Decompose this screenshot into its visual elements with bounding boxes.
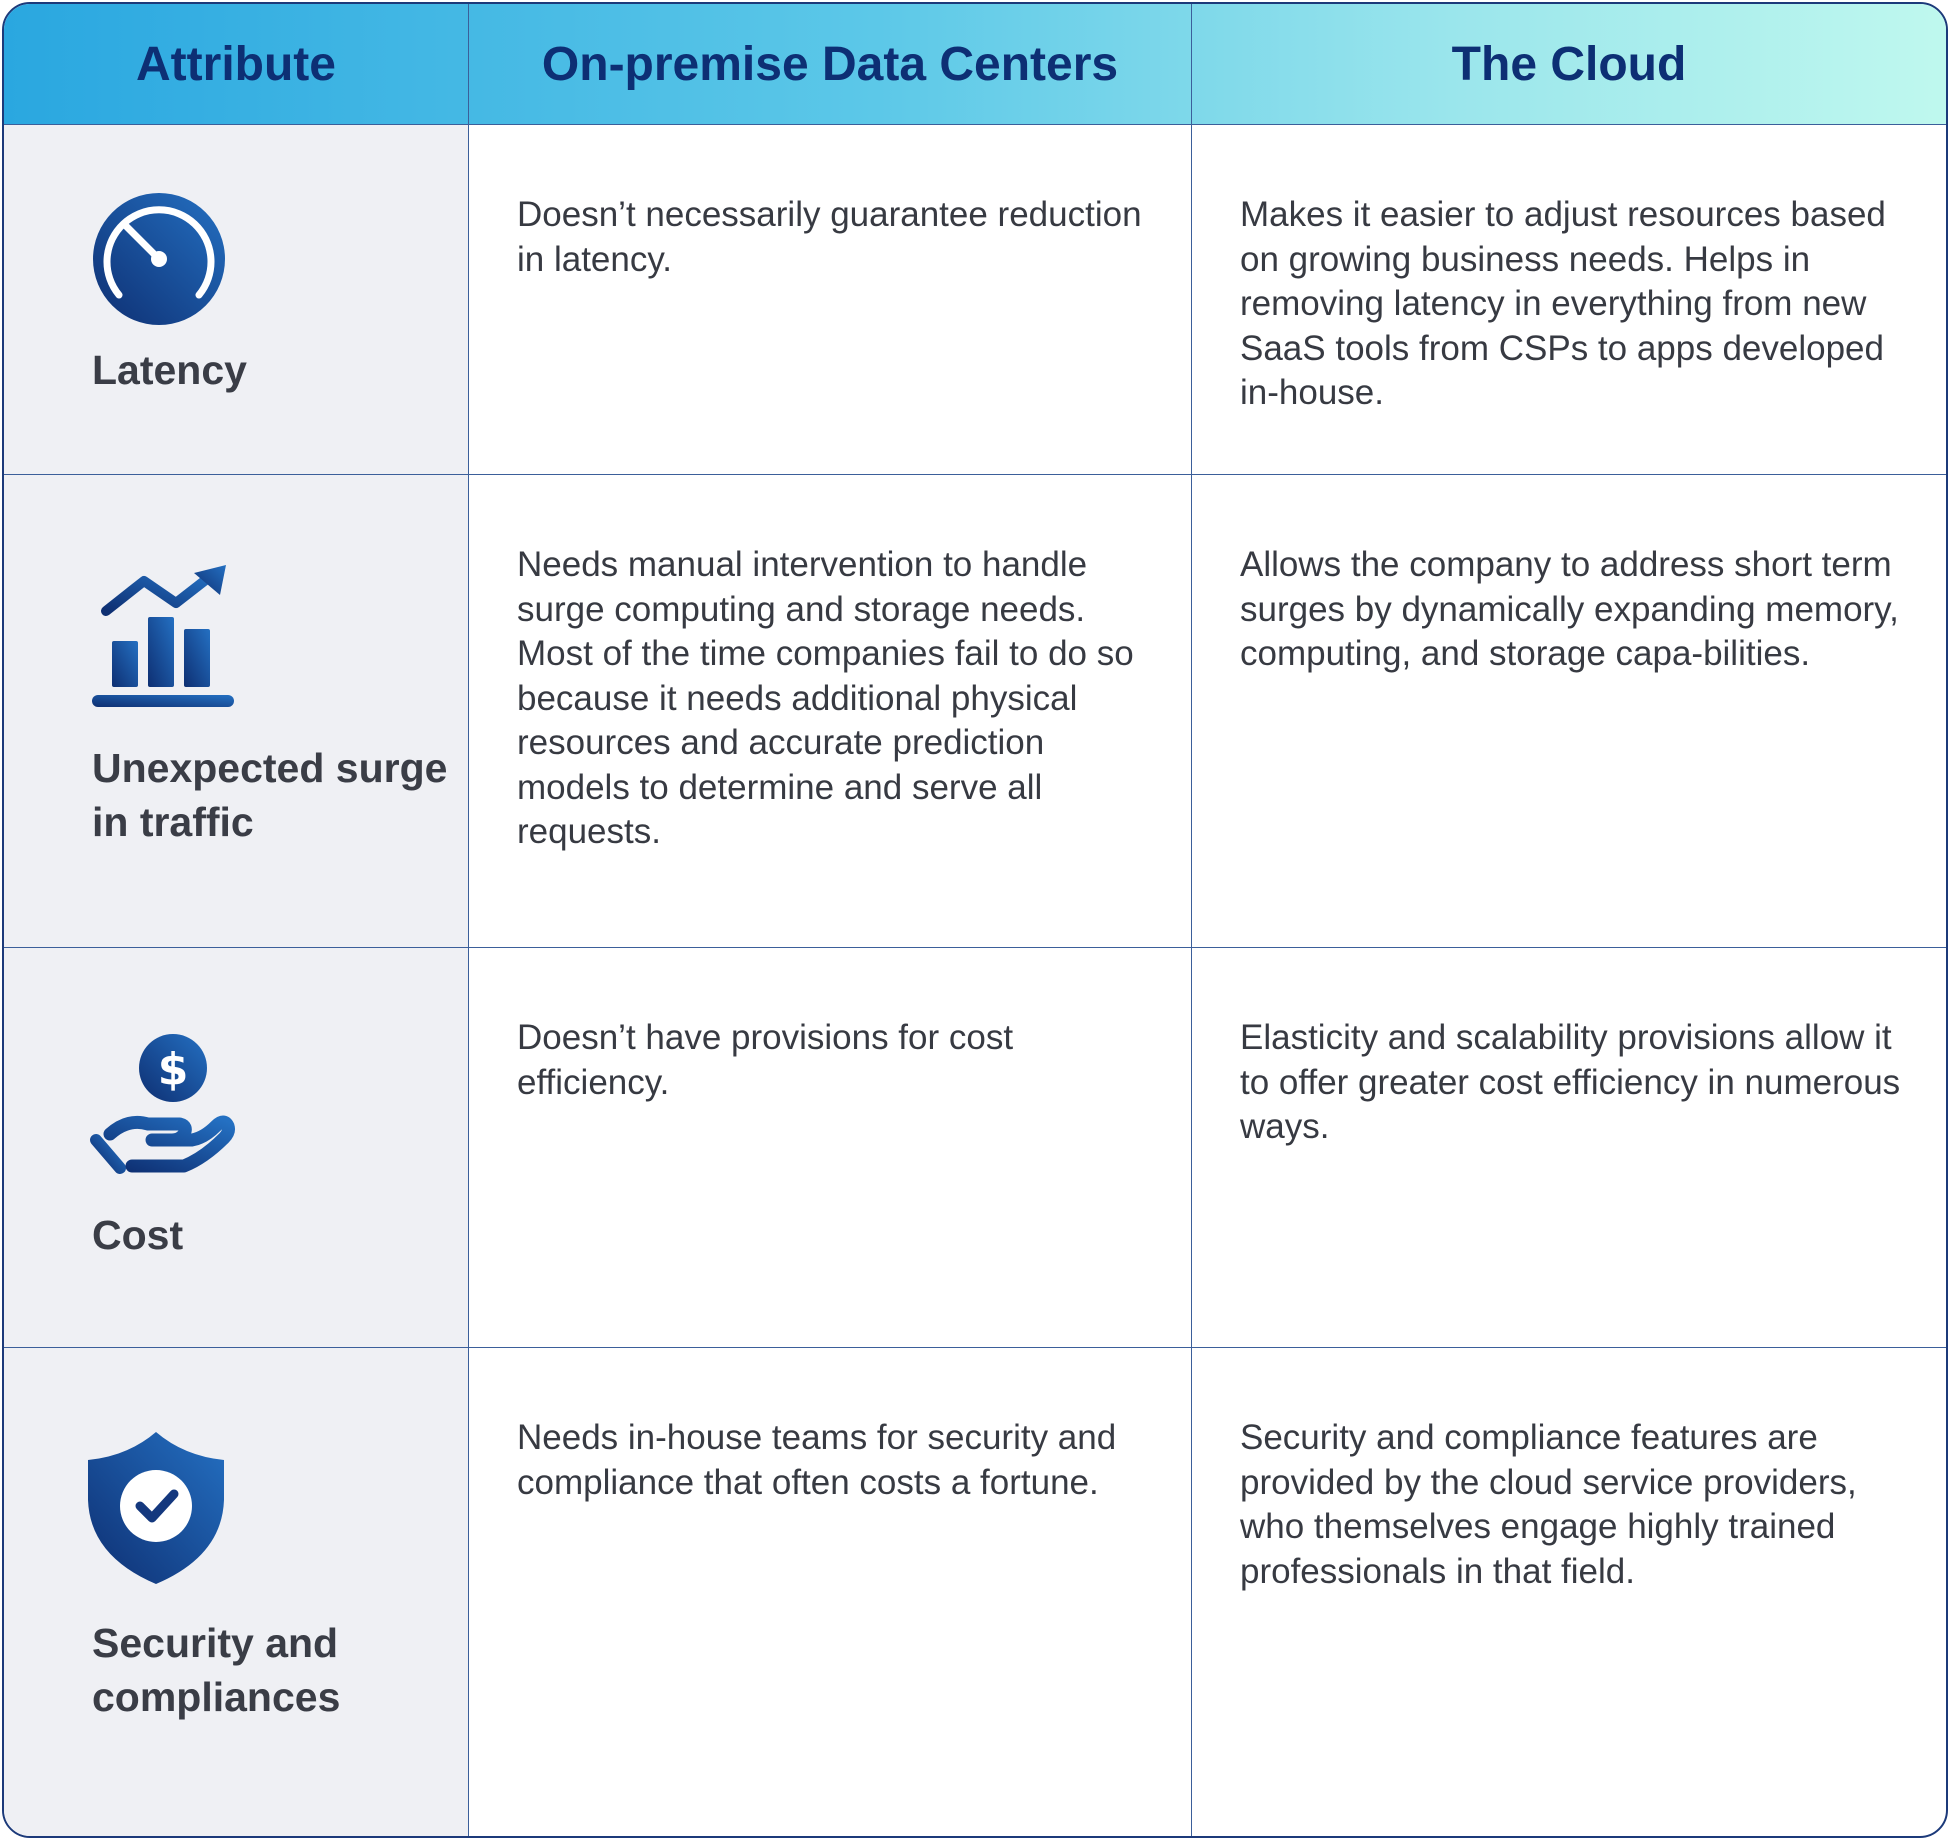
- table-row: Latency Doesn’t necessarily guarantee re…: [4, 124, 1946, 474]
- attribute-cell: Security and compliances: [4, 1348, 469, 1836]
- table-row: Security and compliances Needs in-house …: [4, 1347, 1946, 1836]
- on-premise-cell: Doesn’t have provisions for cost efficie…: [469, 948, 1192, 1347]
- attribute-label: Security and compliances: [92, 1620, 341, 1720]
- cloud-cell: Allows the company to address short term…: [1240, 545, 1899, 673]
- speedometer-icon: [93, 193, 225, 325]
- growth-chart-icon: [92, 565, 234, 707]
- attribute-label: Latency: [92, 347, 247, 393]
- attribute-label: Unexpected surge in traffic: [92, 745, 448, 845]
- attribute-label: Cost: [92, 1212, 184, 1258]
- svg-text:$: $: [158, 1044, 189, 1095]
- table-row: Unexpected surge in traffic Needs manual…: [4, 474, 1946, 947]
- on-premise-cell: Needs manual intervention to handle surg…: [469, 475, 1192, 947]
- header-on-premise: On-premise Data Centers: [469, 4, 1192, 124]
- table-row: $ Cost Doesn’t have provisions for cost …: [4, 947, 1946, 1347]
- attribute-cell: $ Cost: [4, 948, 469, 1347]
- on-premise-cell: Needs in-house teams for security and co…: [469, 1348, 1192, 1836]
- on-premise-cell: Doesn’t necessarily guarantee reduction …: [469, 125, 1192, 474]
- attribute-cell: Latency: [4, 125, 469, 474]
- table-header: Attribute On-premise Data Centers The Cl…: [4, 4, 1946, 124]
- header-cloud: The Cloud: [1451, 37, 1687, 91]
- header-attribute: Attribute: [4, 4, 469, 124]
- shield-check-icon: [88, 1432, 224, 1584]
- cloud-cell: Elasticity and scalability provisions al…: [1240, 1018, 1901, 1146]
- cloud-cell: Security and compliance features are pro…: [1240, 1418, 1857, 1591]
- cloud-cell: Makes it easier to adjust resources base…: [1240, 195, 1886, 412]
- hand-dollar-icon: $: [90, 1034, 235, 1174]
- attribute-cell: Unexpected surge in traffic: [4, 475, 469, 947]
